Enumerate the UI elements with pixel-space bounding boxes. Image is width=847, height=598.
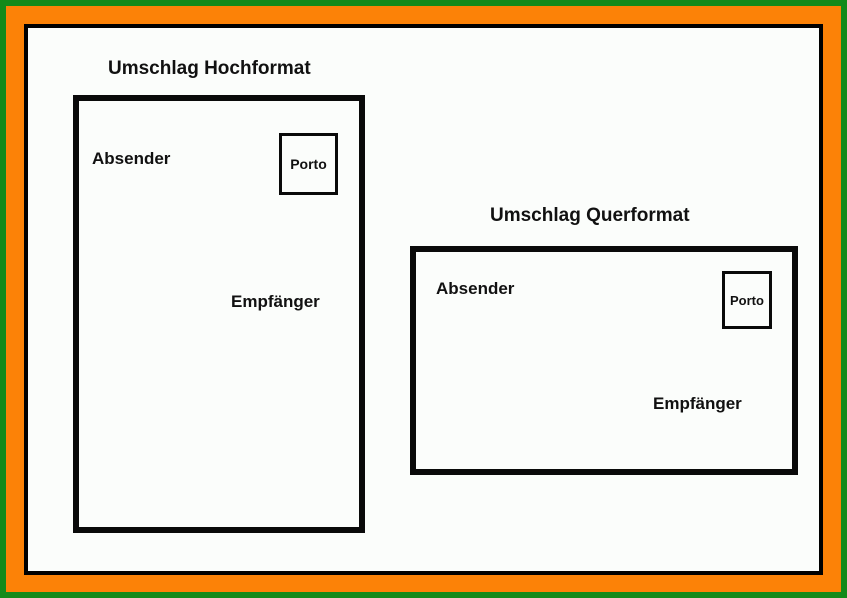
- landscape-envelope: Absender Porto Empfänger: [410, 246, 798, 475]
- landscape-recipient-label: Empfänger: [653, 394, 742, 413]
- landscape-stamp-label: Porto: [730, 292, 764, 308]
- portrait-recipient-label: Empfänger: [231, 292, 320, 311]
- portrait-envelope-title: Umschlag Hochformat: [108, 58, 311, 79]
- landscape-stamp-box: Porto: [722, 271, 772, 329]
- diagram-canvas: Umschlag Hochformat Absender Porto Empfä…: [28, 28, 819, 571]
- landscape-envelope-title: Umschlag Querformat: [490, 205, 690, 226]
- landscape-sender-label: Absender: [436, 279, 515, 298]
- portrait-stamp-label: Porto: [290, 156, 327, 172]
- portrait-stamp-box: Porto: [279, 133, 338, 195]
- portrait-envelope: Absender Porto Empfänger: [73, 95, 365, 533]
- portrait-sender-label: Absender: [92, 149, 171, 168]
